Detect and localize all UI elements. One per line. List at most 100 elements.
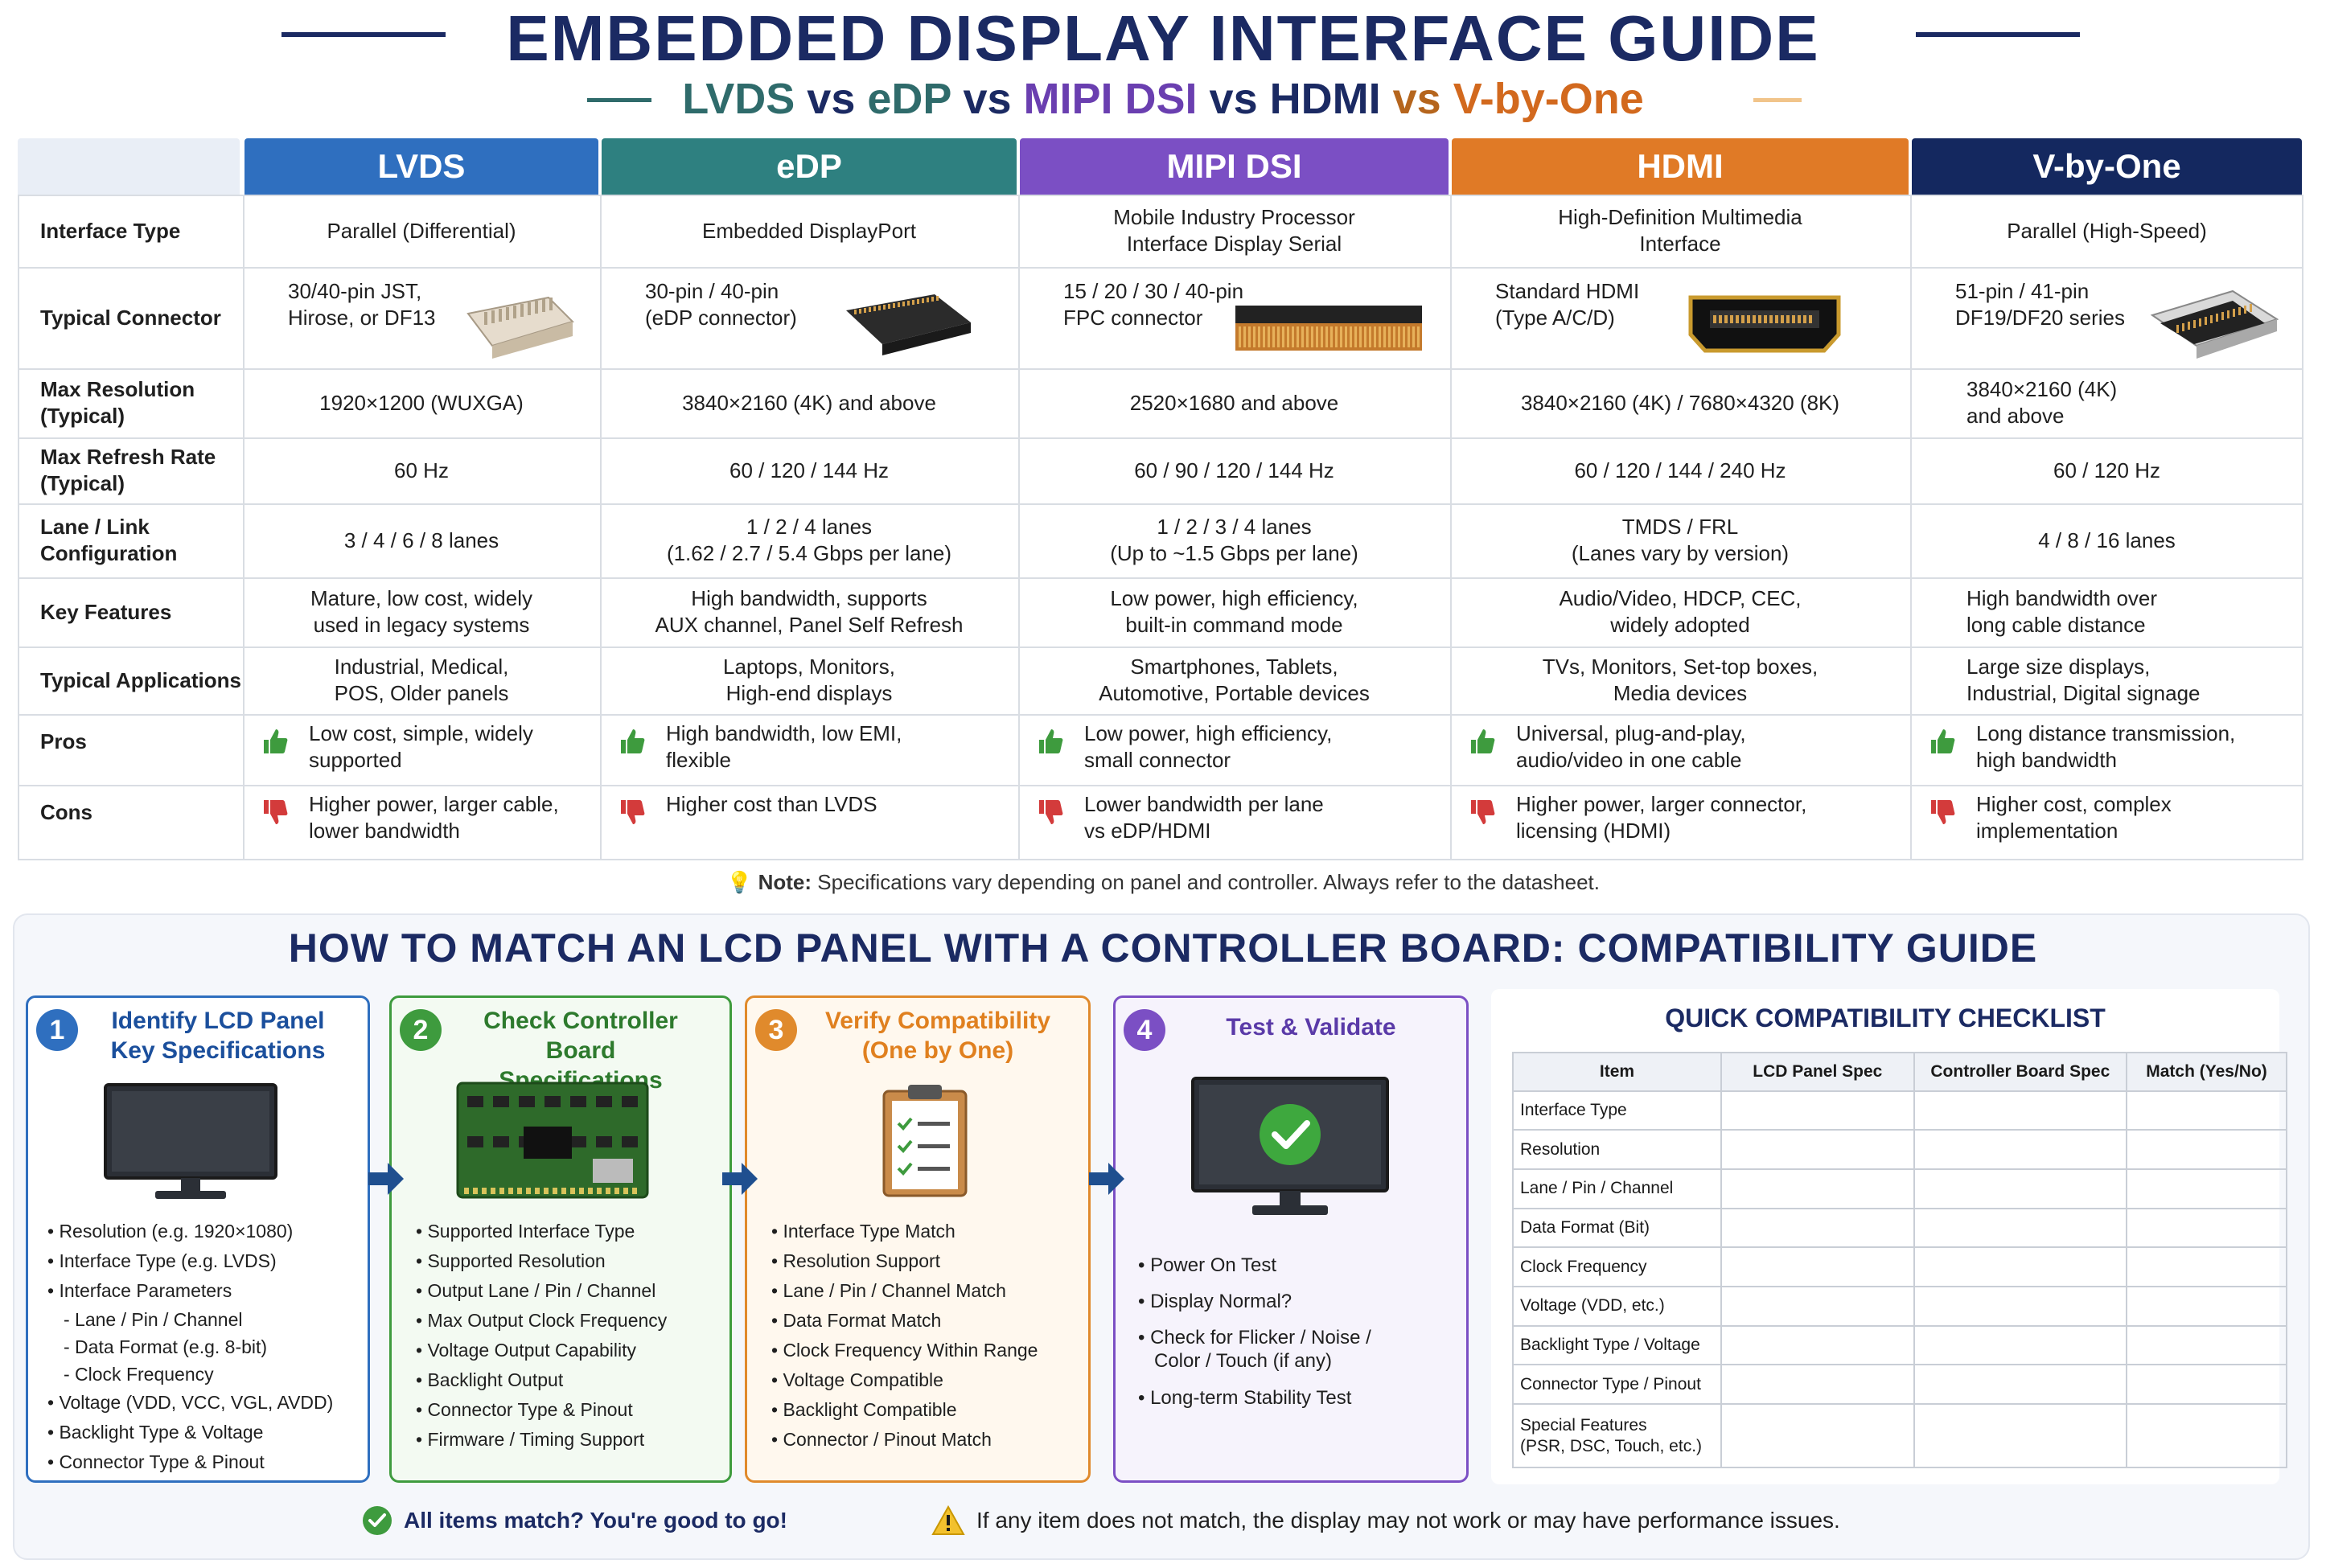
checklist-entry-cell[interactable]	[2126, 1168, 2287, 1209]
checklist-entry-cell[interactable]	[2126, 1403, 2287, 1468]
thumbs-up-icon	[1036, 727, 1065, 756]
grid-line	[18, 437, 2303, 439]
table-row: Resolution	[1512, 1129, 2287, 1171]
checklist-entry-cell[interactable]	[1720, 1246, 1915, 1288]
checklist-entry-cell[interactable]	[1720, 1403, 1915, 1468]
checklist-entry-cell[interactable]	[1913, 1207, 2128, 1249]
checklist-entry-cell[interactable]	[1720, 1324, 1915, 1366]
checklist-entry-cell[interactable]	[2126, 1286, 2287, 1327]
checklist-entry-cell[interactable]	[2126, 1246, 2287, 1288]
checklist-entry-cell[interactable]	[1913, 1090, 2128, 1131]
checklist-header: Controller Board Spec	[1913, 1052, 2128, 1092]
checklist-entry-cell[interactable]	[1913, 1324, 2128, 1366]
row-label: Max Resolution(Typical)	[40, 377, 195, 428]
connector-image	[1686, 291, 1843, 359]
checklist-entry-cell[interactable]	[1913, 1129, 2128, 1171]
table-cell: Laptops, Monitors,High-end displays	[723, 655, 895, 705]
checklist-entry-cell[interactable]	[2126, 1090, 2287, 1131]
checklist-entry-cell[interactable]	[1720, 1286, 1915, 1327]
grid-line	[18, 503, 2303, 505]
table-row: Data Format (Bit)	[1512, 1207, 2287, 1249]
table-cell: 1 / 2 / 3 / 4 lanes(Up to ~1.5 Gbps per …	[1110, 515, 1358, 565]
checklist-item: Interface Type	[1512, 1090, 1722, 1131]
list-item: • Connector Type & Pinout	[47, 1451, 265, 1472]
subtitle-part: eDP	[867, 75, 951, 123]
checklist-header: Item	[1512, 1052, 1722, 1092]
checklist-entry-cell[interactable]	[1720, 1364, 1915, 1406]
checklist-entry-cell[interactable]	[1913, 1168, 2128, 1209]
table-cell: 2520×1680 and above	[1129, 390, 1339, 415]
table-cell: 3 / 4 / 6 / 8 lanes	[343, 527, 499, 552]
subtitle-part: HDMI	[1269, 75, 1381, 123]
subtitle-rule-left	[587, 98, 651, 102]
list-item: • Clock Frequency Within Range	[771, 1340, 1038, 1361]
checklist-entry-cell[interactable]	[1913, 1286, 2128, 1327]
checklist-item: Lane / Pin / Channel	[1512, 1168, 1722, 1209]
list-item: - Data Format (e.g. 8-bit)	[64, 1336, 268, 1357]
step-number: 3	[755, 1009, 797, 1051]
thumbs-down-icon	[261, 798, 290, 827]
step-list: • Resolution (e.g. 1920×1080)• Interface…	[47, 1217, 333, 1477]
monitor-check-icon	[1190, 1075, 1391, 1224]
table-cell: 60 / 120 / 144 / 240 Hz	[1574, 458, 1786, 482]
list-item: • Connector Type & Pinout	[416, 1399, 633, 1420]
checklist-entry-cell[interactable]	[2126, 1324, 2287, 1366]
checklist-item: Special Features(PSR, DSC, Touch, etc.)	[1512, 1403, 1722, 1468]
row-label: Typical Applications	[40, 667, 241, 692]
checklist-entry-cell[interactable]	[1720, 1090, 1915, 1131]
list-item: • Interface Parameters	[47, 1280, 232, 1301]
list-item: • Backlight Output	[416, 1369, 564, 1390]
table-cell: 60 / 120 / 144 Hz	[729, 458, 890, 482]
row-label: Interface Type	[40, 218, 181, 243]
table-cell: 1 / 2 / 4 lanes(1.62 / 2.7 / 5.4 Gbps pe…	[666, 515, 952, 565]
list-item: • Max Output Clock Frequency	[416, 1310, 668, 1331]
checklist-item: Data Format (Bit)	[1512, 1207, 1722, 1249]
arrow-right-icon	[367, 1161, 405, 1197]
list-item: • Supported Resolution	[416, 1250, 606, 1271]
footer-warning-text: If any item does not match, the display …	[976, 1508, 1840, 1533]
table-cell: Higher power, larger cable,lower bandwid…	[309, 792, 559, 843]
grid-line	[18, 859, 2303, 860]
checklist-entry-cell[interactable]	[1913, 1246, 2128, 1288]
footer-ok: All items match? You're good to go!	[362, 1505, 787, 1536]
connector-image	[838, 286, 975, 363]
table-cell: Higher cost than LVDS	[666, 792, 877, 816]
table-cell: Parallel (High-Speed)	[2007, 218, 2207, 243]
grid-line	[18, 195, 2303, 196]
list-item: • Power On Test	[1138, 1254, 1277, 1276]
circuit-board-icon	[456, 1082, 649, 1203]
list-item: • Voltage (VDD, VCC, VGL, AVDD)	[47, 1392, 334, 1413]
table-row: Connector Type / Pinout	[1512, 1364, 2287, 1406]
checklist-item: Clock Frequency	[1512, 1246, 1722, 1288]
step-list: • Power On Test• Display Normal?• Check …	[1138, 1247, 1371, 1416]
checklist-header: Match (Yes/No)	[2126, 1052, 2287, 1092]
list-item: • Resolution Support	[771, 1250, 941, 1271]
footer-warning: If any item does not match, the display …	[931, 1505, 1840, 1536]
table-row: Clock Frequency	[1512, 1246, 2287, 1288]
checklist-entry-cell[interactable]	[1913, 1403, 2128, 1468]
subtitle-part: MIPI DSI	[1023, 75, 1198, 123]
checklist-entry-cell[interactable]	[1913, 1364, 2128, 1406]
checklist-entry-cell[interactable]	[1720, 1168, 1915, 1209]
thumbs-up-icon	[261, 727, 290, 756]
table-cell: Parallel (Differential)	[327, 218, 516, 243]
thumbs-down-icon	[1468, 798, 1497, 827]
checklist-title: QUICK COMPATIBILITY CHECKLIST	[1665, 1004, 2106, 1032]
checklist-entry-cell[interactable]	[2126, 1129, 2287, 1171]
column-header-hdmi: HDMI	[1452, 138, 1909, 195]
checklist-entry-cell[interactable]	[1720, 1207, 1915, 1249]
checklist-entry-cell[interactable]	[2126, 1207, 2287, 1249]
grid-line	[18, 267, 2303, 269]
checklist-entry-cell[interactable]	[1720, 1129, 1915, 1171]
table-corner	[18, 138, 240, 195]
grid-line	[1018, 195, 1020, 859]
checklist-entry-cell[interactable]	[2126, 1364, 2287, 1406]
